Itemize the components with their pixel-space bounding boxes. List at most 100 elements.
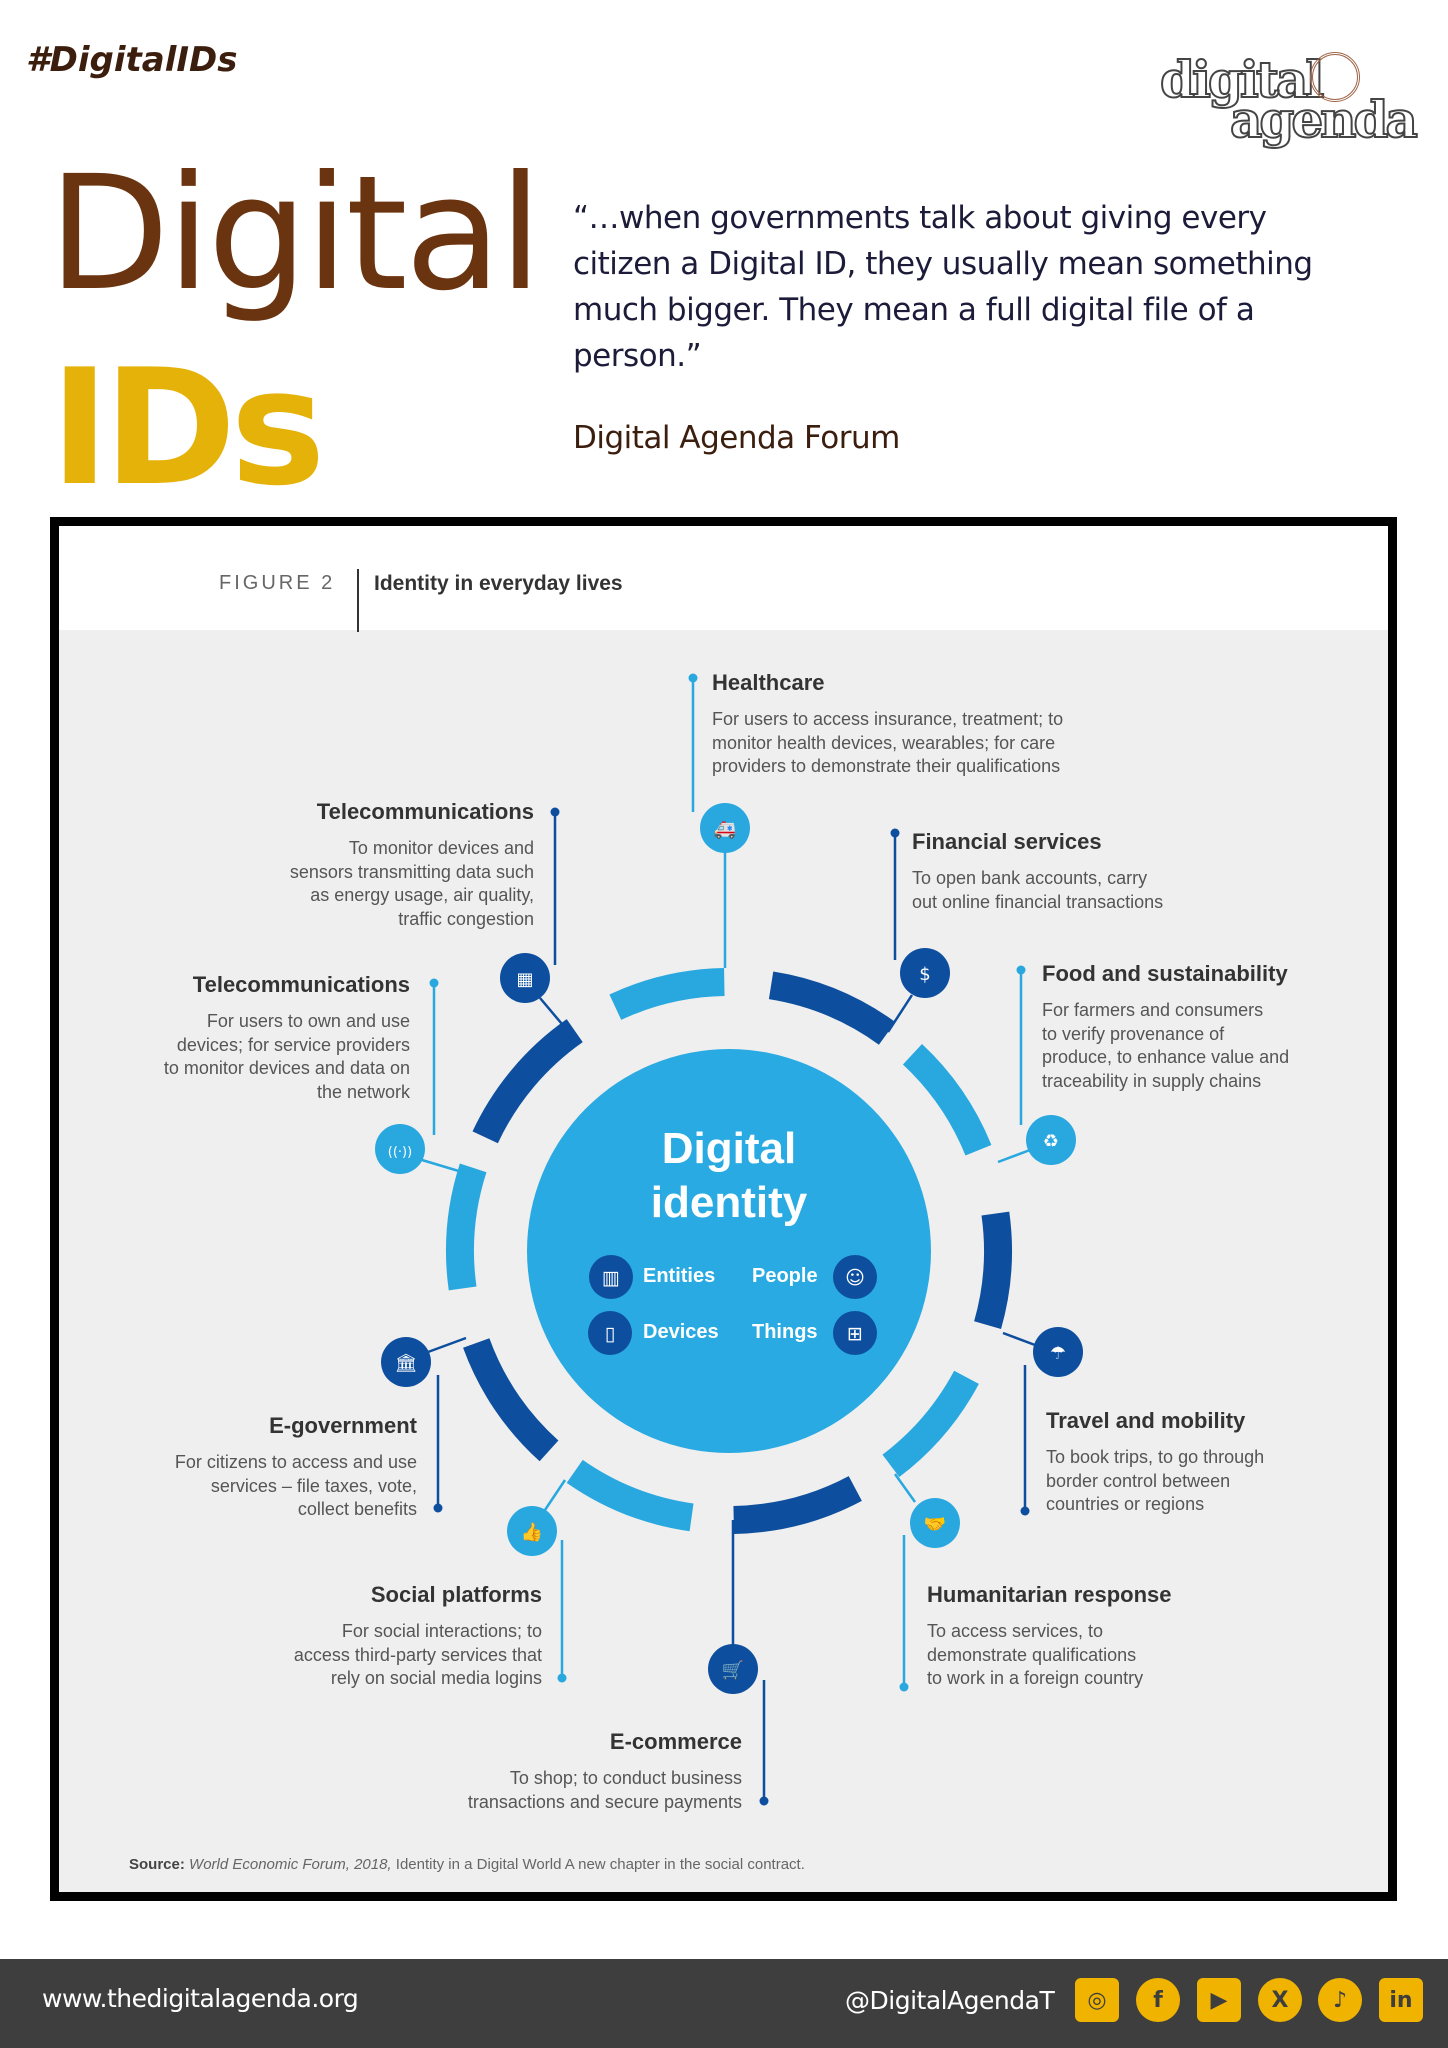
use-desc: For users to access insurance, treatment… bbox=[712, 709, 1064, 776]
entities-icon bbox=[589, 1255, 633, 1299]
facebook-icon[interactable]: f bbox=[1136, 1978, 1180, 2022]
website-link[interactable]: www.thedigitalagenda.org bbox=[42, 1984, 359, 2013]
title-digital: Digital bbox=[48, 142, 542, 326]
subject-entities: Entities bbox=[643, 1265, 716, 1287]
subject-devices: Devices bbox=[643, 1321, 719, 1343]
connector-line bbox=[539, 997, 568, 1031]
use-title: Healthcare bbox=[712, 670, 825, 695]
leader-dot bbox=[433, 1503, 443, 1513]
subject-people: People bbox=[752, 1265, 818, 1287]
leader-dot bbox=[1020, 1506, 1030, 1516]
recycle-icon bbox=[1026, 1115, 1076, 1165]
use-ecommerce: E-commerce To shop; to conduct business … bbox=[468, 1729, 742, 1814]
use-title: Travel and mobility bbox=[1046, 1408, 1246, 1433]
connector-line bbox=[886, 994, 914, 1033]
use-desc: For social interactions; to access third… bbox=[293, 1621, 542, 1688]
entities-icon-glyph: ▥ bbox=[602, 1267, 620, 1289]
connector-line bbox=[1002, 1331, 1036, 1347]
antenna-icon bbox=[375, 1124, 425, 1174]
government-building-icon bbox=[381, 1337, 431, 1387]
ambulance-icon bbox=[700, 803, 750, 853]
logo-word-digital: digital bbox=[1159, 49, 1325, 110]
use-desc: For users to own and use devices; for se… bbox=[163, 1011, 410, 1102]
use-title: Social platforms bbox=[370, 1582, 542, 1607]
coins-chart-icon-glyph: $ bbox=[919, 964, 930, 985]
connector-line bbox=[421, 1158, 463, 1174]
handshake-icon-glyph: 🤝 bbox=[924, 1514, 946, 1535]
title-ids: IDs bbox=[50, 334, 326, 521]
social-handle[interactable]: @DigitalAgendaT bbox=[845, 1986, 1055, 2015]
ring-segment bbox=[882, 1370, 979, 1478]
ring-segment bbox=[566, 1459, 694, 1532]
hashtag: #DigitalIDs bbox=[26, 40, 238, 80]
leader-dot bbox=[550, 807, 560, 817]
qr-scan-icon-glyph: ▦ bbox=[516, 969, 533, 990]
use-title: Food and sustainability bbox=[1042, 961, 1288, 986]
source-title: Identity in a Digital World A new chapte… bbox=[395, 1856, 805, 1873]
things-icon-glyph: ⊞ bbox=[847, 1323, 863, 1345]
source-label: Source: bbox=[129, 1856, 185, 1873]
qr-scan-icon bbox=[500, 953, 550, 1003]
use-desc: For citizens to access and use services … bbox=[174, 1452, 417, 1519]
use-desc: To open bank accounts, carry out online … bbox=[912, 868, 1164, 912]
things-icon bbox=[833, 1311, 877, 1355]
social-like-icon bbox=[507, 1506, 557, 1556]
ambulance-icon-glyph: 🚑 bbox=[714, 819, 736, 840]
figure-label: FIGURE 2 bbox=[219, 572, 336, 594]
leader-dot bbox=[688, 673, 698, 683]
figure-source: Source: World Economic Forum, 2018, Iden… bbox=[129, 1856, 805, 1873]
center-title-line2: identity bbox=[650, 1178, 808, 1227]
use-social: Social platforms For social interactions… bbox=[294, 1582, 542, 1691]
center-title: Digital identity bbox=[529, 1122, 929, 1230]
logo-word-agenda: agenda bbox=[1229, 89, 1419, 150]
use-title: Telecommunications bbox=[316, 799, 534, 824]
devices-icon-glyph: ▯ bbox=[605, 1323, 615, 1345]
use-humanitarian: Humanitarian response To access services… bbox=[927, 1582, 1172, 1691]
use-desc: For farmers and consumers to verify prov… bbox=[1042, 1000, 1290, 1091]
connector-line bbox=[893, 1473, 917, 1503]
use-egov: E-government For citizens to access and … bbox=[175, 1413, 417, 1522]
people-icon-glyph: ☺ bbox=[845, 1267, 865, 1289]
social-like-icon-glyph: 👍 bbox=[521, 1521, 543, 1543]
figure-title: Identity in everyday lives bbox=[374, 572, 623, 595]
center-circle bbox=[527, 1049, 931, 1453]
figure-header bbox=[59, 526, 1388, 630]
ring-segment bbox=[463, 1338, 559, 1462]
use-healthcare: Healthcare For users to access insurance… bbox=[712, 670, 1063, 779]
source-publisher: World Economic Forum, 2018, bbox=[189, 1856, 392, 1873]
use-desc: To book trips, to go through border cont… bbox=[1046, 1447, 1265, 1514]
use-title: Financial services bbox=[912, 829, 1102, 854]
leader-dot bbox=[759, 1796, 769, 1806]
youtube-icon[interactable]: ▶ bbox=[1197, 1978, 1241, 2022]
ring-segment bbox=[609, 968, 725, 1020]
use-food: Food and sustainability For farmers and … bbox=[1042, 961, 1289, 1093]
coins-chart-icon bbox=[900, 948, 950, 998]
recycle-icon-glyph: ♻ bbox=[1043, 1131, 1059, 1152]
connector-line bbox=[997, 1148, 1031, 1164]
ring-segment bbox=[446, 1163, 487, 1291]
antenna-icon-glyph: ((·)) bbox=[388, 1145, 412, 1160]
use-title: Humanitarian response bbox=[927, 1582, 1172, 1607]
figure-separator bbox=[357, 569, 359, 632]
center-title-line1: Digital bbox=[661, 1124, 797, 1173]
subject-things: Things bbox=[752, 1321, 818, 1343]
digital-agenda-logo: digital agenda bbox=[1159, 49, 1419, 150]
connector-line bbox=[543, 1479, 567, 1511]
ring-segment bbox=[733, 1476, 862, 1534]
quote: “…when governments talk about giving eve… bbox=[573, 200, 1313, 374]
ring-segment bbox=[768, 971, 896, 1045]
fingerprint-icon bbox=[1310, 52, 1360, 102]
leader-dot bbox=[429, 978, 439, 988]
leader-dot bbox=[890, 828, 900, 838]
use-title: Telecommunications bbox=[192, 972, 410, 997]
tiktok-icon[interactable]: ♪ bbox=[1318, 1978, 1362, 2022]
ring-segment bbox=[902, 1044, 992, 1156]
linkedin-icon[interactable]: in bbox=[1379, 1978, 1423, 2022]
devices-icon bbox=[588, 1311, 632, 1355]
instagram-icon[interactable]: ◎ bbox=[1075, 1978, 1119, 2022]
leader-dot bbox=[1016, 965, 1026, 975]
leader-dot bbox=[557, 1673, 567, 1683]
x-icon[interactable]: X bbox=[1258, 1978, 1302, 2022]
ring-segment bbox=[472, 1019, 583, 1144]
